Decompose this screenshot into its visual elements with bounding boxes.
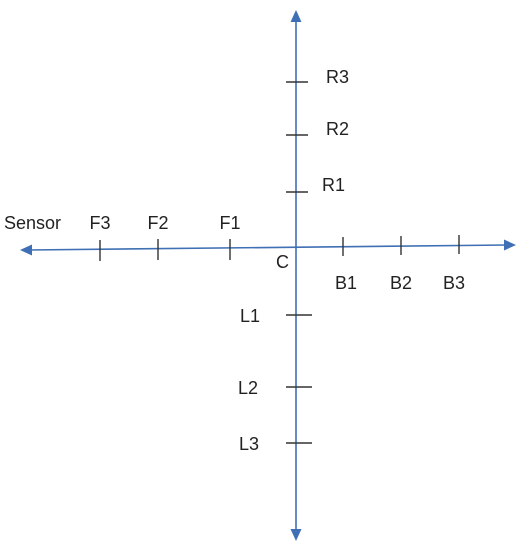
left-arrow-icon (20, 244, 32, 256)
sensor-label: Sensor (4, 213, 61, 233)
down-arrow-icon (290, 529, 302, 541)
label-b2: B2 (390, 273, 412, 293)
label-b1: B1 (335, 273, 357, 293)
label-r3: R3 (326, 67, 349, 87)
label-l1: L1 (240, 306, 260, 326)
up-arrow-icon (290, 10, 302, 22)
tick-marks (99, 81, 460, 444)
label-l2: L2 (238, 378, 258, 398)
label-r1: R1 (322, 175, 345, 195)
label-b3: B3 (443, 273, 465, 293)
label-r2: R2 (326, 119, 349, 139)
right-arrow-icon (504, 239, 516, 251)
label-f3: F3 (89, 213, 110, 233)
label-f2: F2 (147, 213, 168, 233)
origin-label: C (276, 252, 289, 272)
horizontal-axis (27, 244, 509, 251)
label-f1: F1 (219, 213, 240, 233)
label-l3: L3 (239, 434, 259, 454)
